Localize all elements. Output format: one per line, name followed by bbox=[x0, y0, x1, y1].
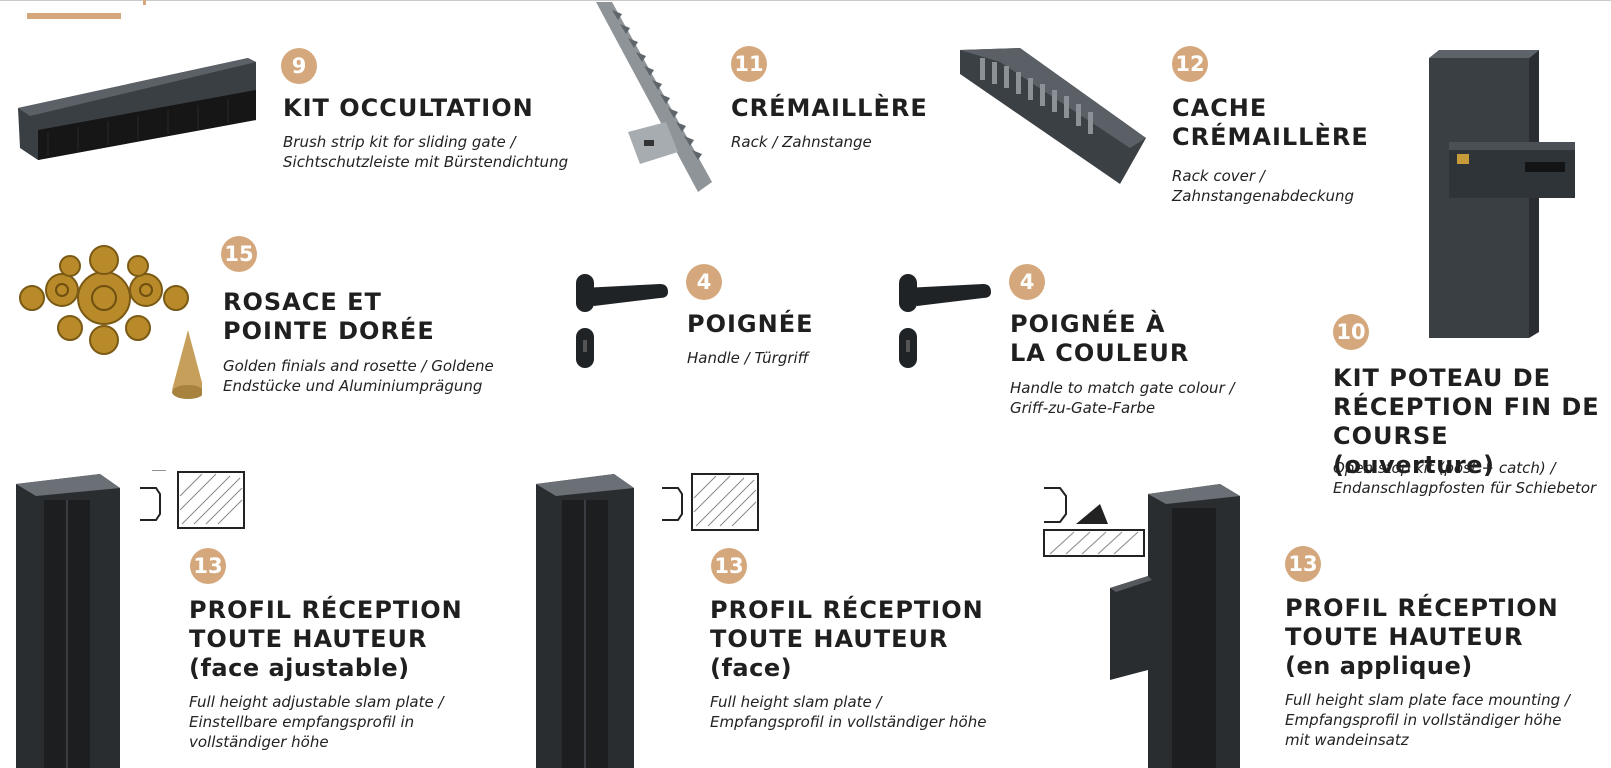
item-title: PROFIL RÉCEPTION TOUTE HAUTEUR(face) bbox=[710, 596, 984, 683]
handle-color-image bbox=[899, 274, 991, 368]
accent-bar bbox=[27, 13, 121, 19]
rack-image bbox=[596, 2, 712, 192]
brush-strip-image bbox=[18, 58, 256, 160]
badge-number: 13 bbox=[190, 548, 226, 584]
item-description: Handle / Türgriff bbox=[687, 349, 809, 367]
item-description: Rack cover / Zahnstangenabdeckung bbox=[1172, 167, 1355, 205]
item-description: Full height slam plate / Empfangsprofil … bbox=[710, 693, 987, 731]
top-divider bbox=[0, 0, 1611, 1]
rack-cover-image bbox=[960, 48, 1146, 184]
item-title: PROFIL RÉCEPTION TOUTE HAUTEUR(en appliq… bbox=[1285, 594, 1559, 681]
title-main: PROFIL RÉCEPTION TOUTE HAUTEUR bbox=[189, 596, 463, 653]
item-title: KIT POTEAU DE RÉCEPTION FIN DE COURSE (o… bbox=[1333, 364, 1611, 480]
item-title: POIGNÉE bbox=[687, 310, 814, 338]
item-title: CACHE CRÉMAILLÈRE bbox=[1172, 94, 1369, 151]
title-main: PROFIL RÉCEPTION TOUTE HAUTEUR bbox=[1285, 594, 1559, 651]
item-title: KIT OCCULTATION bbox=[283, 94, 534, 122]
title-sub: (en applique) bbox=[1285, 652, 1473, 680]
accent-tick bbox=[143, 0, 146, 5]
title-main: PROFIL RÉCEPTION TOUTE HAUTEUR bbox=[710, 596, 984, 653]
rosette-finial-image bbox=[19, 245, 202, 399]
badge-number: 13 bbox=[711, 548, 747, 584]
handle-image bbox=[576, 274, 668, 368]
title-main: KIT POTEAU DE RÉCEPTION FIN DE COURSE bbox=[1333, 364, 1600, 450]
title-sub: (face ajustable) bbox=[189, 654, 410, 682]
badge-number: 12 bbox=[1172, 46, 1208, 82]
item-description: Open stop kit (post + catch) / Endanschl… bbox=[1333, 459, 1597, 497]
face-profile-image bbox=[536, 473, 759, 768]
item-description: Full height slam plate face mounting / E… bbox=[1285, 691, 1570, 749]
badge-number: 11 bbox=[731, 46, 767, 82]
title-sub: (face) bbox=[710, 654, 793, 682]
adjustable-profile-image bbox=[16, 470, 245, 768]
surface-mount-profile-image bbox=[1043, 484, 1240, 768]
badge-number: 9 bbox=[281, 48, 317, 84]
item-description: Full height adjustable slam plate / Eins… bbox=[189, 693, 444, 751]
item-title: CRÉMAILLÈRE bbox=[731, 94, 928, 122]
badge-number: 10 bbox=[1333, 314, 1369, 350]
badge-number: 13 bbox=[1285, 546, 1321, 582]
item-title: ROSACE ET POINTE DORÉE bbox=[223, 288, 435, 345]
badge-number: 4 bbox=[1009, 264, 1045, 300]
item-description: Brush strip kit for sliding gate / Sicht… bbox=[283, 133, 569, 171]
item-description: Handle to match gate colour / Griff-zu-G… bbox=[1010, 379, 1235, 417]
item-description: Rack / Zahnstange bbox=[731, 133, 872, 151]
item-title: PROFIL RÉCEPTION TOUTE HAUTEUR(face ajus… bbox=[189, 596, 463, 683]
item-description: Golden finials and rosette / Goldene End… bbox=[223, 357, 494, 395]
title-sub: (ouverture) bbox=[1333, 451, 1495, 479]
badge-number: 4 bbox=[686, 264, 722, 300]
receiving-post-image bbox=[1429, 50, 1575, 338]
item-title: POIGNÉE À LA COULEUR bbox=[1010, 310, 1190, 367]
badge-number: 15 bbox=[221, 236, 257, 272]
